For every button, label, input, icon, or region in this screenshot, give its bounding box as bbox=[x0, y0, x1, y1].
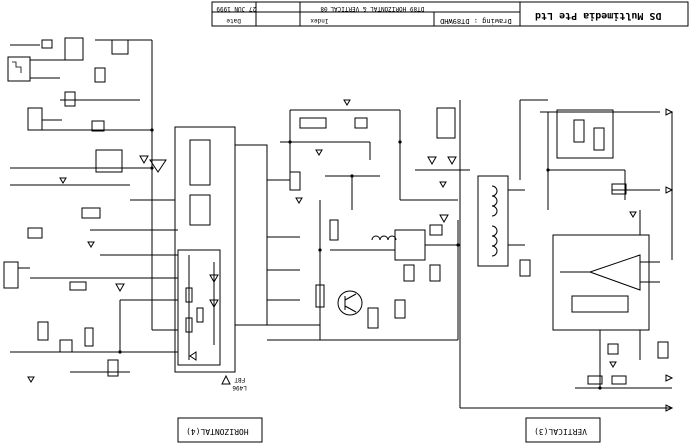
fbt-transformer bbox=[174, 126, 300, 373]
left-input-network bbox=[3, 37, 167, 377]
company-name: DS Multimedia Pte Ltd bbox=[535, 10, 661, 22]
vertical-coil-block bbox=[477, 175, 525, 267]
horizontal-driver-area bbox=[280, 107, 470, 210]
index-value: 08 bbox=[320, 5, 328, 12]
svg-text:L496: L496 bbox=[232, 384, 247, 391]
horizontal-output-stage bbox=[315, 200, 459, 341]
drawing-number: Drawing : DT89WHD bbox=[440, 17, 512, 25]
mid-coil-cluster bbox=[329, 214, 458, 319]
junction-dots bbox=[118, 128, 602, 390]
ground-symbols bbox=[27, 99, 637, 383]
index-label: Index bbox=[310, 17, 328, 24]
svg-text:VERTICAL(3): VERTICAL(3) bbox=[534, 427, 587, 436]
date-label: Date bbox=[226, 17, 241, 24]
date-value: 27 JUN 1999 bbox=[216, 5, 256, 12]
vertical-feedback-network bbox=[519, 99, 660, 235]
fbt-diode-chain bbox=[185, 255, 219, 361]
main-wires bbox=[10, 40, 673, 409]
drawing-subtitle: DT89 HORIZONTAL & VERTICAL bbox=[330, 5, 424, 12]
vertical-section-label: VERTICAL(3) bbox=[525, 417, 601, 443]
svg-text:FBT: FBT bbox=[234, 376, 245, 383]
vertical-ic bbox=[552, 234, 660, 331]
right-edge-arrows bbox=[665, 108, 674, 412]
fbt-label: FBT L496 bbox=[221, 374, 247, 391]
svg-text:HORIZONTAL(4): HORIZONTAL(4) bbox=[186, 427, 249, 436]
horizontal-section-label: HORIZONTAL(4) bbox=[177, 417, 263, 443]
title-block: DS Multimedia Pte Ltd Drawing : DT89WHD … bbox=[211, 1, 689, 27]
vertical-output-terminals bbox=[519, 183, 669, 389]
